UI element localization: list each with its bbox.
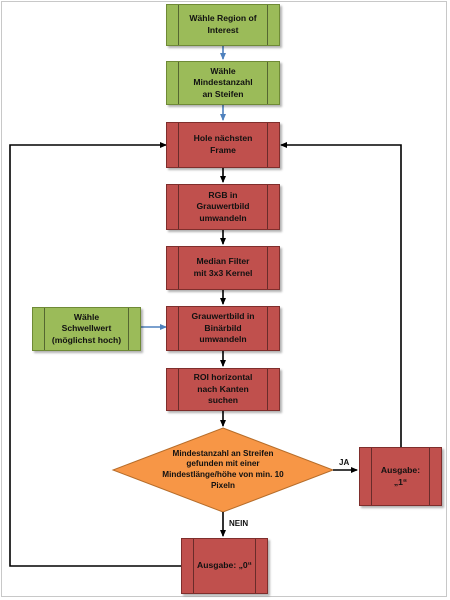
next-frame-node: Hole nächsten Frame bbox=[166, 122, 280, 168]
output-zero-label: Ausgabe: „0“ bbox=[197, 560, 252, 571]
gray-to-binary-node: Grauwertbild in Binärbild umwandeln bbox=[166, 306, 280, 351]
no-label: NEIN bbox=[229, 519, 249, 528]
decision-text: Mindestanzahl an Streifen gefunden mit e… bbox=[133, 444, 313, 496]
min-stripes-label: Wähle Mindestanzahl an Steifen bbox=[193, 65, 253, 99]
gray-to-binary-label: Grauwertbild in Binärbild umwandeln bbox=[191, 311, 255, 345]
output-zero-node: Ausgabe: „0“ bbox=[181, 538, 268, 594]
select-roi-label: Wähle Region of Interest bbox=[189, 13, 257, 35]
min-stripes-node: Wähle Mindestanzahl an Steifen bbox=[166, 61, 280, 105]
rgb-to-gray-label: RGB in Grauwertbild umwandeln bbox=[196, 189, 250, 223]
roi-edge-search-label: ROI horizontal nach Kanten suchen bbox=[193, 372, 253, 406]
next-frame-label: Hole nächsten Frame bbox=[193, 133, 253, 155]
yes-label: JA bbox=[339, 458, 350, 467]
loop-from-output-one bbox=[280, 142, 402, 447]
output-one-label: Ausgabe: „1“ bbox=[380, 464, 421, 487]
output-one-node: Ausgabe: „1“ bbox=[359, 447, 442, 506]
rgb-to-gray-node: RGB in Grauwertbild umwandeln bbox=[166, 184, 280, 230]
threshold-label: Wähle Schwellwert (möglichst hoch) bbox=[51, 311, 122, 345]
loop-from-output-zero bbox=[9, 142, 181, 567]
select-roi-node: Wähle Region of Interest bbox=[166, 4, 280, 46]
roi-edge-search-node: ROI horizontal nach Kanten suchen bbox=[166, 368, 280, 411]
threshold-node: Wähle Schwellwert (möglichst hoch) bbox=[32, 307, 141, 351]
median-filter-node: Median Filter mit 3x3 Kernel bbox=[166, 246, 280, 290]
median-filter-label: Median Filter mit 3x3 Kernel bbox=[193, 256, 253, 278]
decision-label: Mindestanzahl an Streifen gefunden mit e… bbox=[162, 448, 284, 490]
